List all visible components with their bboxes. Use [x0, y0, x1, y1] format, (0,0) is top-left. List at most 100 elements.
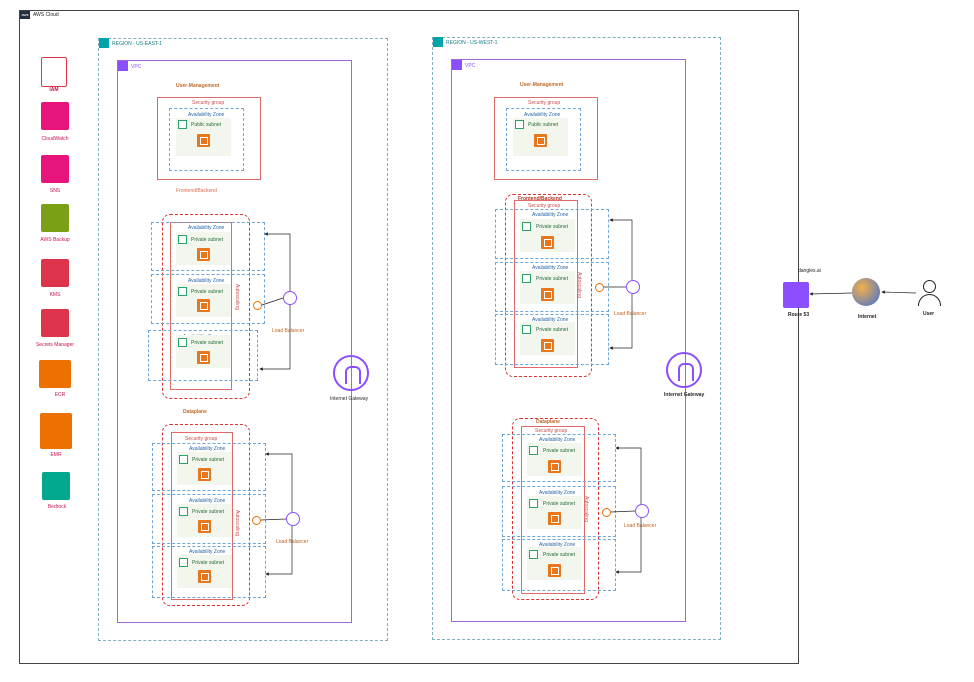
az-label: Availability Zone: [532, 317, 569, 323]
private-subnet-label: Private subnet: [543, 552, 575, 558]
security-group-dataplane: [171, 432, 233, 600]
private-subnet-label: Private subnet: [191, 237, 223, 243]
subnet-lock-icon: [529, 499, 538, 508]
internet-globe-icon: [852, 278, 880, 306]
private-subnet-label: Private subnet: [536, 327, 568, 333]
aws-logo-icon: aws: [20, 11, 30, 19]
region-flag-icon: [99, 38, 109, 48]
internet-gateway-icon: [333, 355, 369, 391]
az-label: Availability Zone: [539, 542, 576, 548]
autoscaling-arrows-icon: [252, 516, 261, 525]
subnet-lock-icon: [179, 558, 188, 567]
backup-icon: [41, 204, 69, 232]
az-frontend-3: [495, 314, 609, 365]
ecr-icon: [39, 360, 71, 388]
subnet-lock-icon: [515, 120, 524, 129]
domain-label: dangles.ai: [798, 268, 821, 274]
az-label: Availability Zone: [539, 437, 576, 443]
az-label: Availability Zone: [539, 490, 576, 496]
private-subnet-label: Private subnet: [191, 289, 223, 295]
subnet-lock-icon: [178, 338, 187, 347]
ec2-instance-icon: [197, 134, 210, 147]
private-subnet-label: Private subnet: [191, 340, 223, 346]
az-label: Availability Zone: [188, 225, 225, 231]
region-title: REGION - US-EAST-1: [112, 41, 163, 47]
user-management-label: User-Management: [520, 82, 564, 88]
availability-zone-public: [506, 108, 581, 171]
security-group-label: Security group: [185, 436, 218, 442]
private-subnet-label: Private subnet: [536, 276, 568, 282]
ec2-instance-icon: [198, 520, 211, 533]
subnet-lock-icon: [179, 507, 188, 516]
ec2-instance-icon: [541, 236, 554, 249]
region-flag-icon: [433, 37, 443, 47]
user-management-label: User-Management: [176, 83, 220, 89]
iam-icon: [41, 57, 67, 87]
ec2-instance-icon: [198, 468, 211, 481]
user-label: User: [923, 311, 935, 317]
az-label: Availability Zone: [189, 549, 226, 555]
ec2-instance-icon: [197, 248, 210, 261]
load-balancer-label: Load Balancer: [272, 328, 305, 334]
az-frontend-1: [151, 222, 265, 271]
security-group-user-mgmt: [157, 97, 261, 180]
az-label: Availability Zone: [532, 265, 569, 271]
security-group-label: Security group: [192, 100, 225, 106]
bedrock-icon: [42, 472, 70, 500]
sns-icon: [41, 155, 69, 183]
vpc-east: [117, 60, 352, 623]
security-group-dataplane: [521, 426, 585, 594]
ec2-instance-icon: [548, 564, 561, 577]
az-label: Availability Zone: [188, 278, 225, 284]
public-subnet-label: Public subnet: [528, 122, 559, 128]
private-subnet-label: Private subnet: [543, 448, 575, 454]
aws-cloud-title: AWS Cloud: [33, 12, 59, 18]
service-label: SNS: [49, 188, 61, 194]
dataplane-label: Dataplane: [183, 409, 207, 415]
route53-icon: [783, 282, 809, 308]
vpc-title: VPC: [131, 64, 142, 70]
security-group-label: Security group: [528, 100, 561, 106]
frontend-backend-label: Frontend/Backend: [176, 188, 217, 194]
kms-icon: [41, 259, 69, 287]
subnet-lock-icon: [179, 455, 188, 464]
internet-to-route53-line: [809, 292, 853, 296]
cloudwatch-icon: [41, 102, 69, 130]
autoscaling-arrows-icon: [602, 508, 611, 517]
subnet-lock-icon: [529, 550, 538, 559]
az-dataplane-3: [502, 539, 616, 591]
load-balancer-icon: [283, 291, 297, 305]
vpc-icon: [452, 60, 462, 70]
region-us-west-1: [432, 37, 721, 640]
subnet-lock-icon: [178, 120, 187, 129]
service-label: KMS: [49, 292, 61, 298]
ec2-instance-icon: [548, 460, 561, 473]
service-label: AWS Backup: [40, 237, 70, 243]
load-balancer-label: Load Balancer: [276, 539, 309, 545]
load-balancer-label: Load Balancer: [614, 311, 647, 317]
ec2-instance-icon: [541, 288, 554, 301]
internet-label: Internet: [858, 314, 877, 320]
service-label: ECR: [54, 392, 66, 398]
security-group-user-mgmt: [494, 97, 598, 180]
subnet-lock-icon: [522, 274, 531, 283]
subnet-lock-icon: [522, 325, 531, 334]
dataplane-label: Dataplane: [536, 419, 560, 425]
vpc-icon: [118, 61, 128, 71]
internet-gateway-icon: [666, 352, 702, 388]
az-label: Availability Zone: [189, 446, 226, 452]
az-label: Availability Zone: [189, 498, 226, 504]
security-group-label: Security group: [535, 428, 568, 434]
ec2-instance-icon: [198, 570, 211, 583]
aws-cloud-group: [19, 10, 799, 664]
az-dataplane-1: [152, 443, 266, 491]
load-balancer-icon: [626, 280, 640, 294]
secrets-manager-icon: [41, 309, 69, 337]
autoscaling-arrows-icon: [595, 283, 604, 292]
dataplane-autoscaling-group: [512, 418, 599, 600]
ec2-instance-icon: [197, 299, 210, 312]
az-label: Availability Zone: [524, 112, 561, 118]
az-dataplane-3: [152, 546, 266, 598]
az-dataplane-1: [502, 434, 616, 482]
public-subnet-label: Public subnet: [191, 122, 222, 128]
